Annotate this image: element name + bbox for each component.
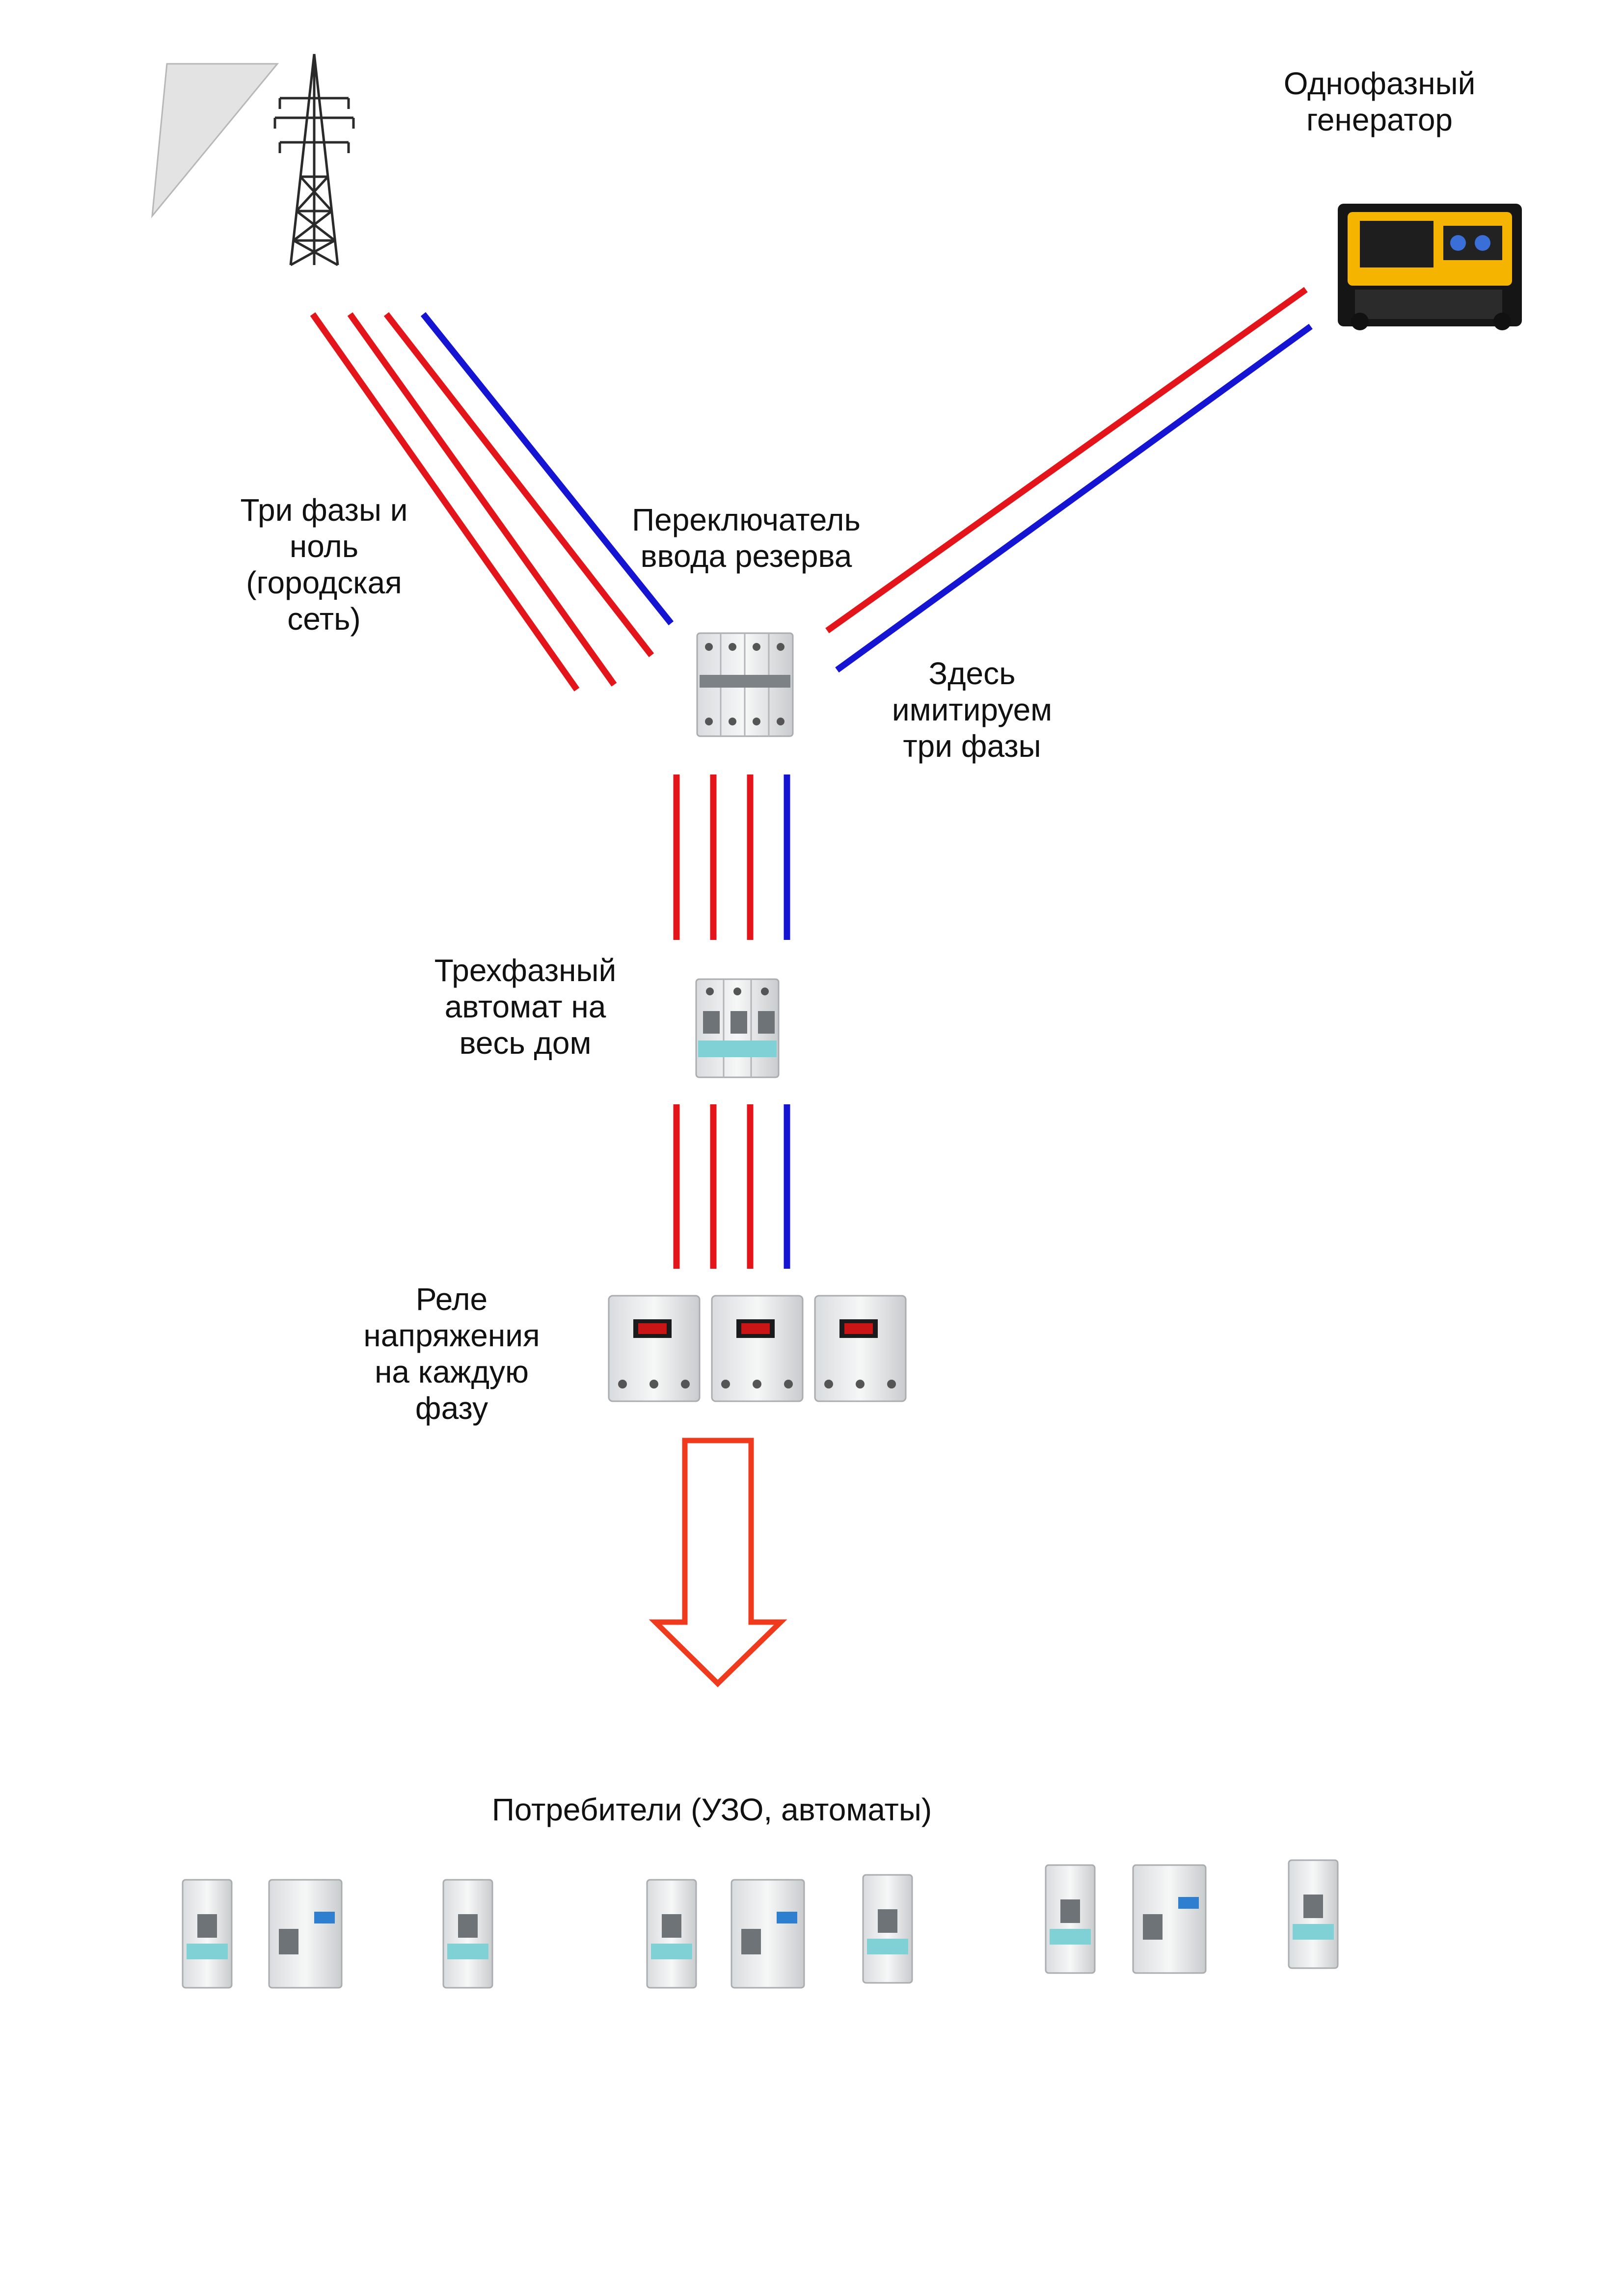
consumers-label: Потребители (УЗО, автоматы) (491, 1792, 932, 1827)
transfer-switch-icon (696, 632, 794, 737)
grid-phase-wire (383, 312, 654, 657)
circuit-breaker-icon (862, 1874, 913, 1984)
circuit-breaker-icon (1045, 1864, 1096, 1974)
down-arrow-icon (649, 1438, 787, 1687)
circuit-breaker-icon (442, 1879, 493, 1989)
voltage-relay-icon (608, 1295, 701, 1402)
generator-neutral-wire (835, 323, 1313, 673)
generator-phase-wire (825, 287, 1308, 634)
grid-phase-wire (347, 312, 617, 687)
circuit-breaker-icon (646, 1879, 697, 1989)
power-transmission-tower-icon (151, 53, 355, 267)
rcd-icon (268, 1879, 343, 1989)
breaker-to-relay-wires (673, 1104, 790, 1269)
breaker-label: Трехфазный автомат на весь дом (434, 953, 617, 1061)
grid-wires (310, 312, 674, 692)
rcd-icon (730, 1879, 805, 1989)
transfer-switch-label: Переключатель ввода резерва (632, 502, 861, 574)
voltage-relay-icon (711, 1295, 804, 1402)
relay-label: Реле напряжения на каждую фазу (363, 1281, 540, 1426)
grid-label: Три фазы и ноль (городская сеть) (240, 492, 408, 637)
rcd-icon (1132, 1864, 1207, 1974)
grid-neutral-wire (420, 312, 674, 626)
generator-label: Однофазный генератор (1283, 66, 1476, 137)
generator-wires (825, 287, 1313, 673)
circuit-breaker-icon (1288, 1859, 1339, 1969)
three-phase-breaker-icon (695, 978, 780, 1078)
circuit-breaker-icon (182, 1879, 233, 1989)
grid-phase-wire (310, 312, 580, 692)
imitate-label: Здесь имитируем три фазы (892, 656, 1053, 764)
generator-icon (1338, 204, 1522, 330)
switch-to-breaker-wires (673, 774, 790, 940)
voltage-relay-icon (814, 1295, 907, 1402)
